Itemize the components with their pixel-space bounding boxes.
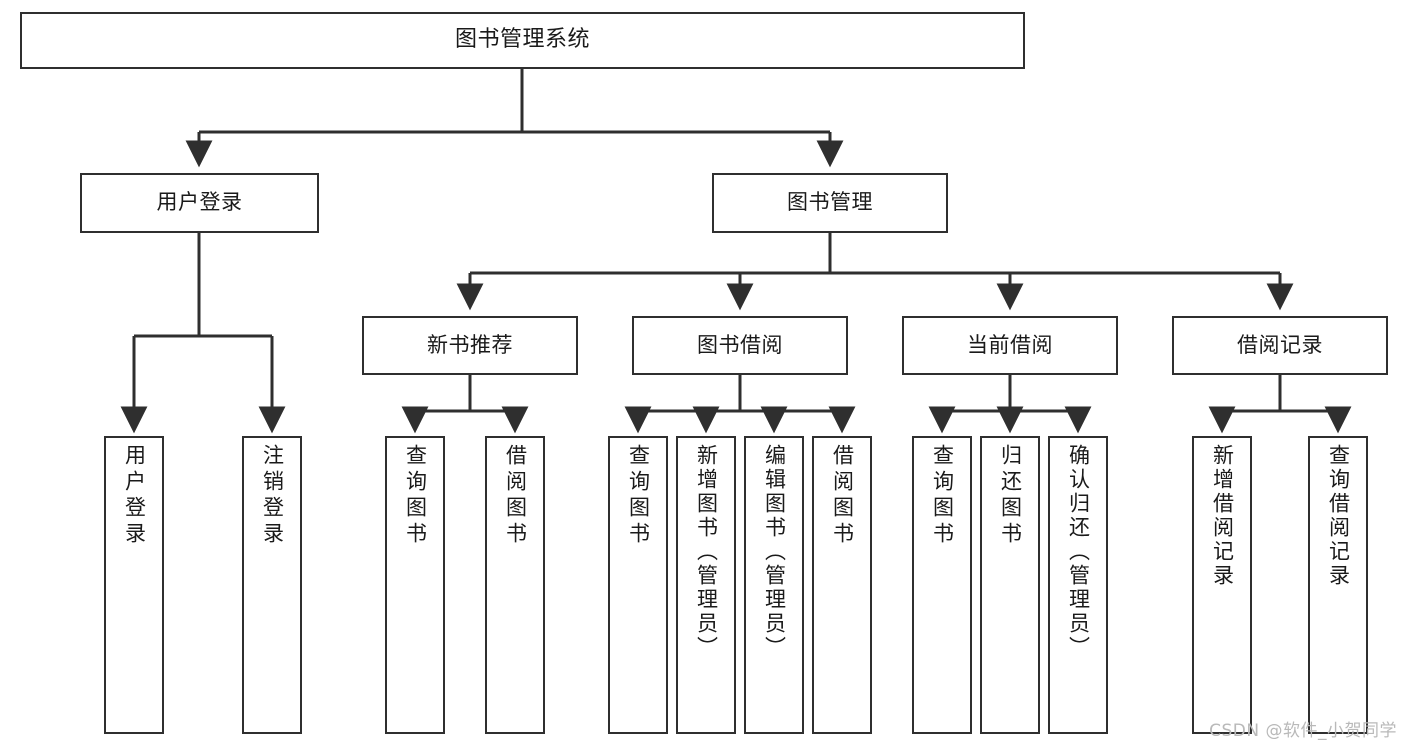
node-current-borrow-label: 当前借阅 bbox=[967, 332, 1053, 357]
node-book-borrow-label: 图书借阅 bbox=[697, 332, 783, 357]
node-leaf-query-book-2-label: 查询图书 bbox=[626, 444, 651, 548]
node-root[interactable]: 图书管理系统 bbox=[20, 12, 1025, 69]
node-leaf-user-logout[interactable]: 注销登录 bbox=[242, 436, 302, 734]
node-leaf-query-book-3[interactable]: 查询图书 bbox=[912, 436, 972, 734]
node-book-manage[interactable]: 图书管理 bbox=[712, 173, 948, 233]
node-leaf-return-book[interactable]: 归还图书 bbox=[980, 436, 1040, 734]
node-leaf-query-record[interactable]: 查询借阅记录 bbox=[1308, 436, 1368, 734]
csdn-watermark: CSDN @软件_小贺同学 bbox=[1209, 721, 1397, 741]
node-root-label: 图书管理系统 bbox=[454, 27, 590, 53]
node-leaf-borrow-book-1-label: 借阅图书 bbox=[503, 444, 528, 548]
node-leaf-borrow-book-2[interactable]: 借阅图书 bbox=[812, 436, 872, 734]
node-leaf-confirm-return-label: 确认归还（管理员） bbox=[1066, 444, 1091, 660]
node-leaf-borrow-book-2-label: 借阅图书 bbox=[830, 444, 855, 548]
node-leaf-add-book[interactable]: 新增图书（管理员） bbox=[676, 436, 736, 734]
node-leaf-query-book-1-label: 查询图书 bbox=[403, 444, 428, 548]
node-user-login-label: 用户登录 bbox=[156, 190, 243, 215]
node-leaf-query-record-label: 查询借阅记录 bbox=[1326, 444, 1351, 588]
node-leaf-edit-book[interactable]: 编辑图书（管理员） bbox=[744, 436, 804, 734]
node-leaf-add-book-label: 新增图书（管理员） bbox=[694, 444, 719, 660]
node-leaf-add-record-label: 新增借阅记录 bbox=[1210, 444, 1235, 588]
node-borrow-record[interactable]: 借阅记录 bbox=[1172, 316, 1388, 375]
node-leaf-query-book-3-label: 查询图书 bbox=[930, 444, 955, 548]
node-leaf-query-book-1[interactable]: 查询图书 bbox=[385, 436, 445, 734]
node-leaf-query-book-2[interactable]: 查询图书 bbox=[608, 436, 668, 734]
node-new-book-recommend-label: 新书推荐 bbox=[427, 332, 513, 357]
node-current-borrow[interactable]: 当前借阅 bbox=[902, 316, 1118, 375]
node-user-login[interactable]: 用户登录 bbox=[80, 173, 319, 233]
node-leaf-edit-book-label: 编辑图书（管理员） bbox=[762, 444, 787, 660]
node-borrow-record-label: 借阅记录 bbox=[1237, 332, 1323, 357]
node-new-book-recommend[interactable]: 新书推荐 bbox=[362, 316, 578, 375]
node-leaf-confirm-return[interactable]: 确认归还（管理员） bbox=[1048, 436, 1108, 734]
node-leaf-return-book-label: 归还图书 bbox=[998, 444, 1023, 548]
node-leaf-borrow-book-1[interactable]: 借阅图书 bbox=[485, 436, 545, 734]
node-leaf-user-logout-label: 注销登录 bbox=[260, 444, 285, 548]
node-leaf-user-login-label: 用户登录 bbox=[122, 444, 147, 548]
node-leaf-user-login[interactable]: 用户登录 bbox=[104, 436, 164, 734]
node-book-manage-label: 图书管理 bbox=[787, 190, 873, 215]
node-leaf-add-record[interactable]: 新增借阅记录 bbox=[1192, 436, 1252, 734]
node-book-borrow[interactable]: 图书借阅 bbox=[632, 316, 848, 375]
